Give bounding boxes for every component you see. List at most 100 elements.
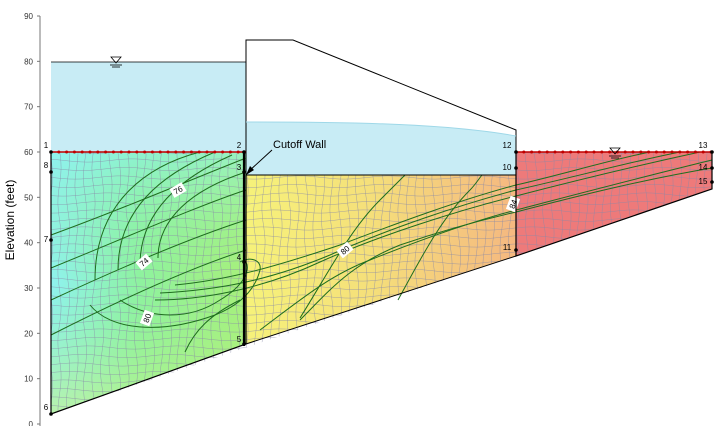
node-label: 14 (699, 163, 708, 172)
node-point (514, 166, 518, 170)
contour-line (299, 167, 713, 321)
y-tick-label: 60 (24, 148, 33, 157)
contour-line (154, 151, 701, 301)
mesh-line (51, 192, 712, 197)
mesh-line (51, 209, 712, 214)
phreatic-surface (245, 121, 517, 137)
contour-line (174, 151, 651, 286)
node-point (242, 150, 246, 154)
node-label: 10 (503, 163, 512, 172)
node-label: 2 (237, 141, 242, 150)
y-tick-label: 10 (24, 375, 33, 384)
mesh-line (57, 152, 62, 414)
mesh-line (51, 379, 712, 384)
mesh-line (134, 152, 138, 414)
contour-label-box (135, 253, 153, 271)
node-label: 12 (503, 141, 512, 150)
callout-arrowhead (246, 166, 254, 175)
mesh-line (51, 413, 712, 414)
contour-line (89, 258, 261, 328)
mesh-line (66, 152, 70, 414)
y-tick-label: 70 (24, 103, 33, 112)
node-label: 5 (237, 335, 242, 344)
mesh-line (108, 152, 113, 414)
contour-line (117, 151, 216, 271)
contour-line (94, 151, 201, 281)
mesh-line (100, 152, 104, 414)
mesh-line (91, 152, 96, 414)
contour-line (50, 249, 247, 336)
node-point (242, 260, 246, 264)
contour-line (299, 174, 406, 319)
contour-line (50, 157, 247, 236)
y-tick-label: 0 (29, 420, 34, 426)
y-tick-label: 20 (24, 329, 33, 338)
node-point (49, 170, 53, 174)
y-tick-label: 80 (24, 57, 33, 66)
mesh-line (51, 175, 712, 180)
node-point (242, 342, 246, 346)
mesh-line (51, 184, 712, 188)
mesh-line (51, 201, 712, 205)
contour-label-box (336, 241, 354, 259)
node-label: 8 (44, 161, 49, 170)
dam-phreatic-region (246, 122, 516, 175)
node-point (710, 150, 714, 154)
mesh-line (117, 152, 121, 414)
mesh-line (51, 218, 712, 222)
node-label: 11 (503, 243, 512, 252)
mesh-line (83, 152, 87, 414)
y-tick-label: 30 (24, 284, 33, 293)
mesh-line (51, 388, 712, 392)
node-point (514, 248, 518, 252)
node-label: 13 (699, 141, 708, 150)
node-point (242, 170, 246, 174)
contour-label-text: 80 (142, 312, 154, 324)
contour-line (50, 219, 247, 301)
region-nodes: 123456789101112131415 (44, 141, 714, 416)
domain-outline-right (515, 152, 713, 257)
contour-label: 80 (139, 309, 155, 327)
y-tick-label: 90 (24, 12, 33, 21)
node-label: 15 (699, 177, 708, 186)
soil-zone-upstream-shade (51, 152, 246, 414)
node-point (710, 166, 714, 170)
contour-label-text: 84 (508, 198, 520, 210)
mesh-line (142, 152, 147, 414)
y-axis-ticks: 0 10 20 30 40 50 60 70 80 90 (24, 12, 40, 426)
node-point (49, 238, 53, 242)
contour-line (157, 171, 247, 259)
contour-line (139, 154, 233, 266)
node-point (49, 150, 53, 154)
contour-label: 76 (169, 182, 187, 198)
downstream-water-level-icon (609, 147, 621, 159)
mesh-line (74, 152, 79, 414)
node-point (710, 180, 714, 184)
node-label: 3 (237, 163, 242, 172)
contour-line (397, 174, 483, 301)
contour-label-box (169, 182, 187, 198)
cutoff-wall-callout: Cutoff Wall (273, 139, 326, 151)
node-label: 7 (44, 235, 49, 244)
y-tick-label: 40 (24, 239, 33, 248)
mesh-line (51, 405, 712, 409)
mesh-line (51, 396, 712, 401)
contour-label-box (139, 309, 155, 327)
upstream-water (51, 62, 246, 152)
node-label: 6 (44, 403, 49, 412)
dam-outline (245, 39, 517, 175)
domain-outline-left (50, 152, 247, 415)
node-label: 1 (44, 141, 49, 150)
mesh-line (151, 152, 155, 414)
node-label: 4 (237, 253, 242, 262)
soil-zone-downstream (516, 152, 712, 256)
y-tick-label: 50 (24, 193, 33, 202)
contour-line (184, 299, 241, 353)
y-axis-label: Elevation (feet) (3, 180, 17, 261)
upstream-water-level-icon (110, 56, 122, 68)
contour-line (50, 189, 247, 269)
node-point (514, 150, 518, 154)
node-point (49, 412, 53, 416)
